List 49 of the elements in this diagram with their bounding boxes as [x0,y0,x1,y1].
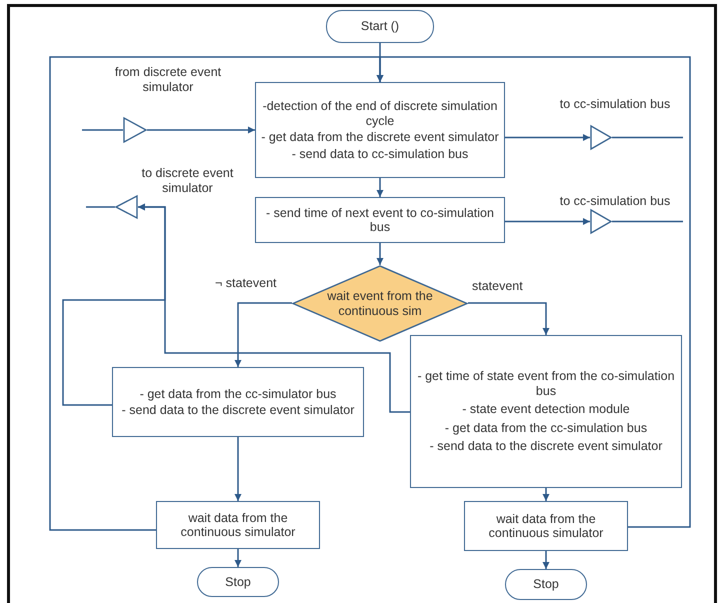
arrow [376,243,384,265]
terminal-text: Start () [360,19,400,34]
process-text: - send data to cc-simulation bus [292,146,468,161]
arrow [542,488,550,501]
arrow [234,549,242,567]
arrow [376,56,691,528]
arrow [542,551,550,569]
process-text: - send data to the discrete event simulator [430,439,662,454]
arrow [505,134,590,141]
terminal-box [326,10,434,43]
connector-line [86,206,115,208]
process-text: - send data to the discrete event simulator [122,403,354,418]
process-box [255,82,505,178]
process-box [464,501,628,551]
process-box [255,197,505,243]
process-box [410,335,682,488]
terminal-text: Stop [533,577,559,592]
decision-text: wait event from the continuous sim [326,289,434,318]
terminal-box [505,569,587,600]
connector-line [82,129,123,131]
process-text: wait data from the continuous simulator [488,512,604,540]
arrow [147,126,255,134]
terminal-box [197,567,279,597]
port-label: to cc-simulation bus [558,194,672,209]
process-text: - get data from the cc-simulation bus [444,420,648,436]
process-text: - state event detection module [462,402,630,417]
connector-line [612,136,683,138]
port-label: from discrete event simulator [114,65,222,95]
edge-label: ¬ statevent [213,276,278,290]
arrow [376,178,384,197]
arrow [62,204,166,406]
process-box [112,367,364,437]
edge-label: statevent [470,279,525,293]
process-text: wait data from the continuous simulator [180,510,296,540]
process-text: -detection of the end of discrete simulation cycle [262,99,498,128]
process-box [156,501,320,549]
process-text: - get data from the discrete event simulator [261,130,499,144]
terminal-text: Stop [225,574,251,590]
arrow [234,302,292,367]
arrow [505,218,590,225]
port-label: to cc-simulation bus [558,97,672,112]
port-label: to discrete event simulator [140,166,234,196]
process-text: - send time of next event to co-simulation bus [265,206,495,234]
process-text: - get data from the cc-simulator bus [140,386,336,401]
connector-line [612,220,683,222]
process-text: - get time of state event from the co-simulation bus [416,369,676,398]
arrow [234,437,242,501]
arrow [468,302,550,335]
decision-diamond [292,265,468,342]
